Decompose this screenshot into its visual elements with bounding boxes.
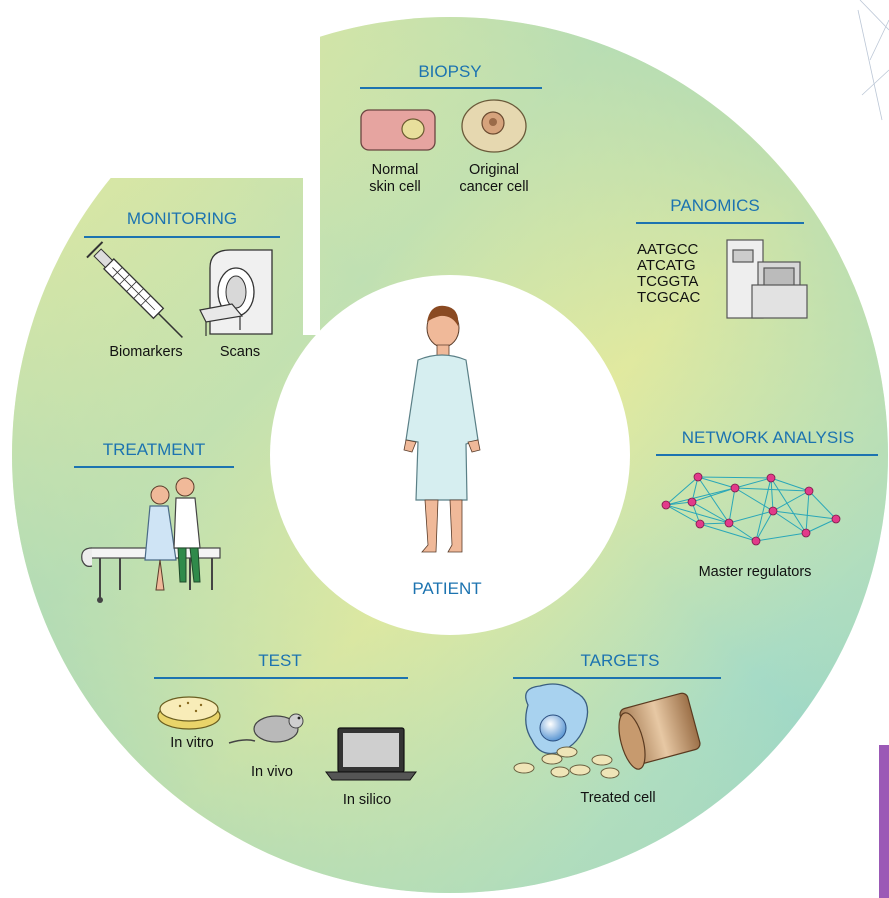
sequence-line: TCGCAC [637,289,701,306]
network-node [768,506,778,516]
pills-icon [513,746,620,779]
network-node [687,497,697,507]
network-edge [665,487,736,506]
treatment-title: TREATMENT [102,440,206,459]
network-caption: Master regulators [698,564,812,580]
targets-caption: Treated cell [580,790,656,806]
targets-rule [513,677,721,679]
network-edge [772,510,807,534]
treated-cell-icon [525,683,589,755]
network-edge [755,477,772,542]
network-edge [697,476,736,489]
treatment-scene-icon [81,477,221,603]
in-vitro-label: In vitro [170,735,214,751]
network-rule [656,454,878,456]
network-node [804,486,814,496]
test-rule [154,677,408,679]
side-accent-bar [879,745,889,898]
sequence-line: AATGCC [637,241,699,258]
network-edge [728,510,774,524]
network-edge [734,477,772,489]
network-edge [697,476,772,479]
normal-skin-cell-icon [360,109,436,151]
panomics-title: PANOMICS [670,196,760,215]
network-edge [808,490,837,520]
network-edge [734,487,774,512]
petri-dish-icon [157,696,221,730]
test-title: TEST [258,651,302,670]
network-node [695,519,705,529]
network-edge [755,510,774,542]
laptop-icon [325,727,417,781]
patient-label: PATIENT [412,579,481,598]
network-edge [665,476,699,506]
treatment-rule [74,466,234,468]
network-node [801,528,811,538]
network-edge [770,477,810,492]
scanner-icon [199,249,273,336]
network-node [661,500,671,510]
cancer-cell-label: Original cancer cell [459,162,529,195]
network-graph [661,472,841,546]
network-edge [772,490,810,512]
network-node [724,518,734,528]
biomarkers-label: Biomarkers [109,344,183,360]
network-edge [691,501,730,524]
network-edge [772,510,837,520]
network-node [751,536,761,546]
in-vivo-label: In vivo [251,764,293,780]
normal-skin-cell-label: Normal skin cell [369,162,421,195]
network-edge [699,523,757,542]
targets-title: TARGETS [580,651,660,670]
pill-bottle-icon [618,692,701,770]
network-edge [755,532,807,542]
panomics-rule [636,222,804,224]
network-edge [728,522,757,542]
sequence-list: AATGCC ATCATG TCGGTA TCGCAC [637,242,700,306]
network-edge [665,504,730,524]
biopsy-rule [360,87,542,89]
monitoring-title: MONITORING [126,209,238,228]
cancer-cell-icon [461,99,527,153]
network-edge [805,490,810,534]
corner-decoration [857,0,889,121]
network-edge [770,477,774,512]
network-edge [665,504,701,525]
sequence-line: ATCATG [637,257,696,274]
network-edge [697,476,730,524]
sequencer-icon [726,239,808,319]
network-edge [805,518,837,534]
syringe-icon [86,241,183,338]
network-edge [699,522,730,525]
network-node [766,473,776,483]
biopsy-title: BIOPSY [418,62,482,81]
network-title: NETWORK ANALYSIS [681,428,855,447]
mouse-icon [228,713,304,744]
in-silico-label: In silico [342,792,392,808]
patient-figure [403,305,481,553]
network-node [831,514,841,524]
monitoring-rule [84,236,280,238]
network-edge [770,477,807,534]
network-edge [691,487,736,503]
scans-label: Scans [219,344,261,360]
network-node [730,483,740,493]
sequence-line: TCGGTA [637,273,699,290]
network-edge [728,487,736,524]
network-node [693,472,703,482]
network-edge [734,487,810,492]
